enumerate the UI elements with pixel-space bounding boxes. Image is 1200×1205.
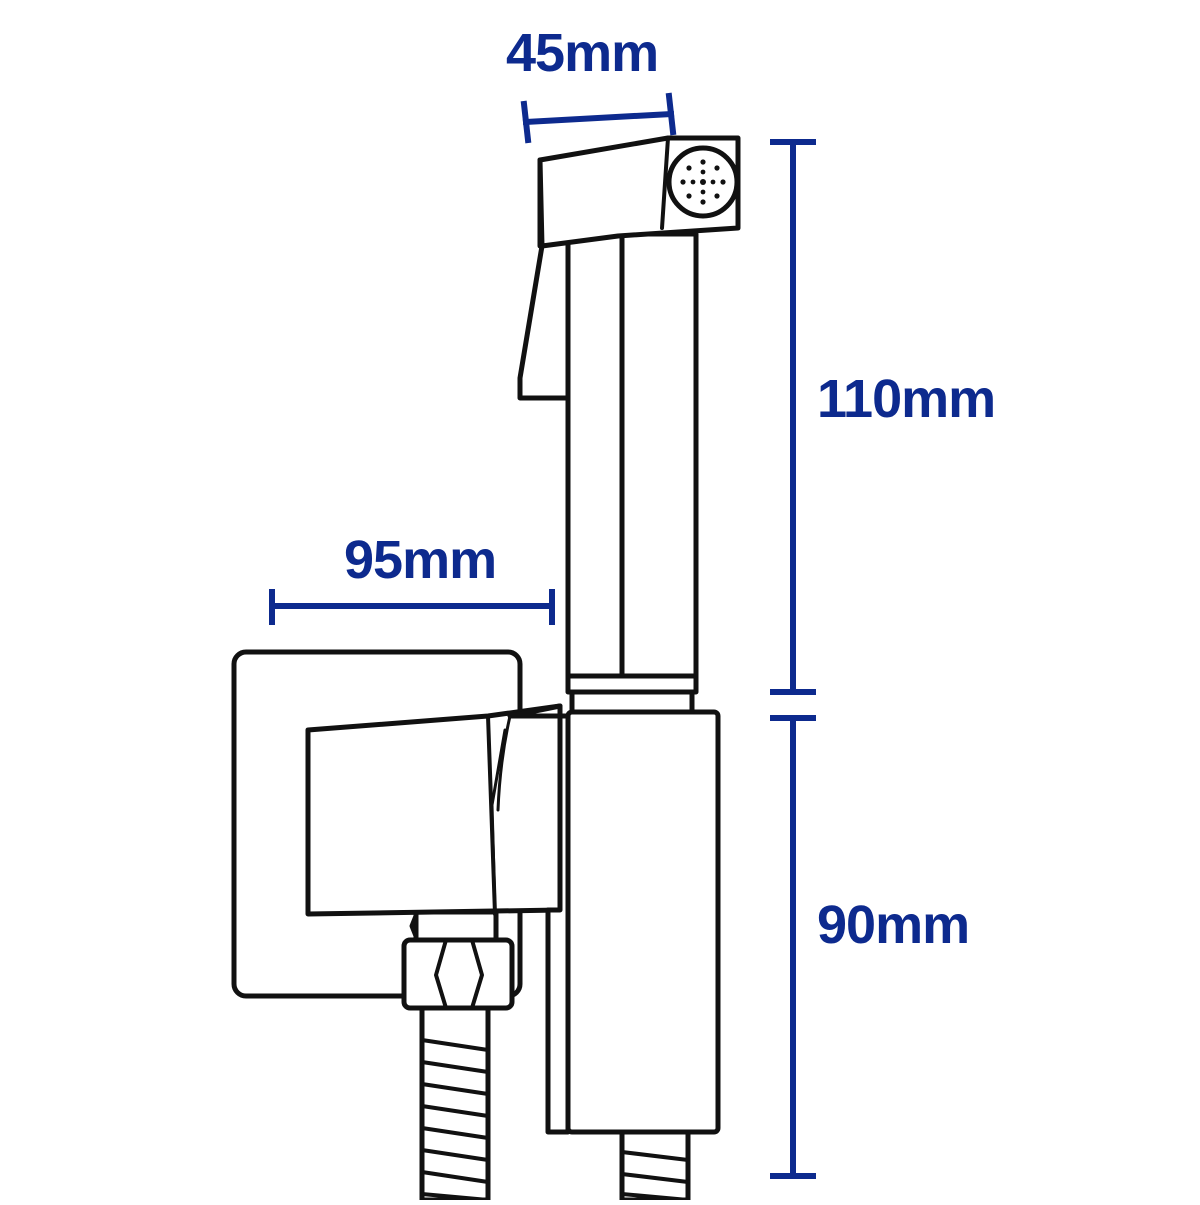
dimension-line-holder-height xyxy=(770,715,816,1179)
wall-depth-label: 95mm xyxy=(344,530,497,590)
head-width-label: 45mm xyxy=(506,23,659,83)
spray-nozzle-face xyxy=(666,145,740,219)
hex-nut xyxy=(401,909,515,1011)
dimension-line-head-width xyxy=(520,92,677,144)
left-hose xyxy=(419,997,491,1203)
sprayer-handle xyxy=(565,231,699,679)
elbow-connector xyxy=(305,703,563,917)
dimension-line-sprayer-height xyxy=(770,139,816,695)
dimension-line-wall-depth xyxy=(269,589,555,625)
right-hose xyxy=(619,1129,691,1203)
holder-block xyxy=(565,709,721,1135)
trigger-lever xyxy=(517,233,571,401)
holder-height-label: 90mm xyxy=(817,895,970,955)
sprayer-height-label: 110mm xyxy=(817,369,996,429)
